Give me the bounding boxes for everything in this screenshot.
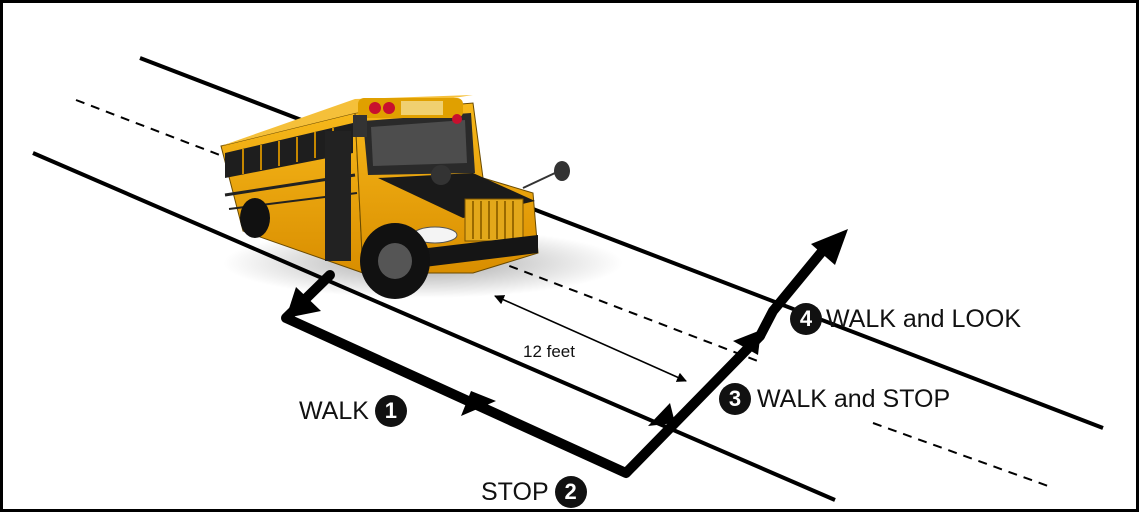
walk-text: WALK <box>299 397 369 426</box>
walk-and-stop-text: WALK and STOP <box>757 385 950 414</box>
distance-label: 12 feet <box>523 342 575 362</box>
road-center-dashed-right <box>873 423 1048 486</box>
distance-double-arrow <box>495 296 686 381</box>
step-2-badge: 2 <box>555 476 587 508</box>
step-walk-and-look-label: 4 WALK and LOOK <box>790 303 1021 335</box>
arrowhead-stop <box>648 403 675 426</box>
path-arrow <box>286 275 760 473</box>
stop-text: STOP <box>481 478 549 507</box>
step-walk-and-stop-label: 3 WALK and STOP <box>719 383 950 415</box>
step-1-badge: 1 <box>375 395 407 427</box>
road-diagram <box>3 3 1139 512</box>
step-walk-label: WALK 1 <box>299 395 407 427</box>
school-bus-image <box>221 95 623 299</box>
step-3-badge: 3 <box>719 383 751 415</box>
step-4-badge: 4 <box>790 303 822 335</box>
walk-and-look-text: WALK and LOOK <box>826 305 1021 334</box>
step-stop-label: STOP 2 <box>481 476 587 508</box>
